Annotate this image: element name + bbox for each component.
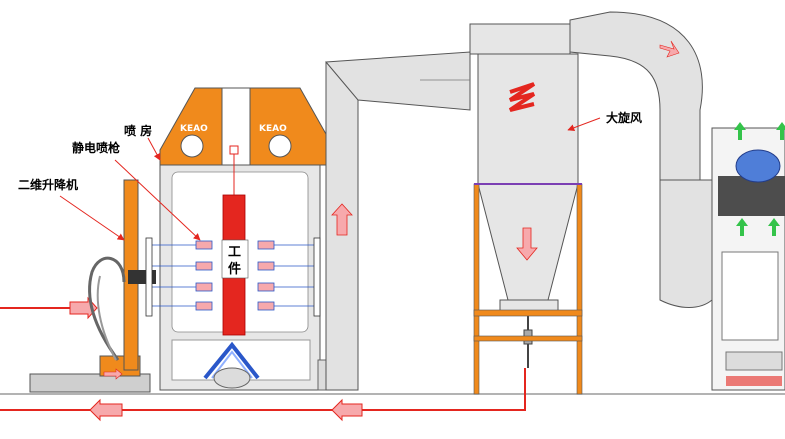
filter-unit [711, 122, 785, 391]
label-spray-booth: 喷 房 [124, 123, 152, 138]
cyclone [469, 23, 583, 395]
riser-duct [324, 51, 471, 391]
lifter [29, 179, 156, 393]
label-electrostatic-gun: 静电喷枪 [72, 140, 120, 155]
spray-guns-left [145, 237, 213, 317]
flow-arrow-bottom-2 [89, 398, 123, 422]
return-pipe [0, 296, 526, 422]
flow-arrow-down [516, 227, 538, 261]
spray-booth: KEAO KEAO 工 件 [145, 87, 341, 391]
workpiece-label-1: 工 [228, 245, 241, 260]
brand-left: KEAO [180, 124, 208, 134]
spray-guns-right [257, 237, 321, 317]
workpiece-label-2: 件 [228, 261, 241, 277]
label-cyclone: 大旋风 [606, 110, 642, 125]
leader-lines [59, 117, 601, 241]
flow-arrow-up [331, 203, 353, 236]
label-lifter: 二维升降机 [18, 177, 78, 192]
brand-right: KEAO [259, 124, 287, 134]
flow-arrow-bottom-1 [331, 398, 363, 422]
exhaust-duct [569, 11, 713, 308]
